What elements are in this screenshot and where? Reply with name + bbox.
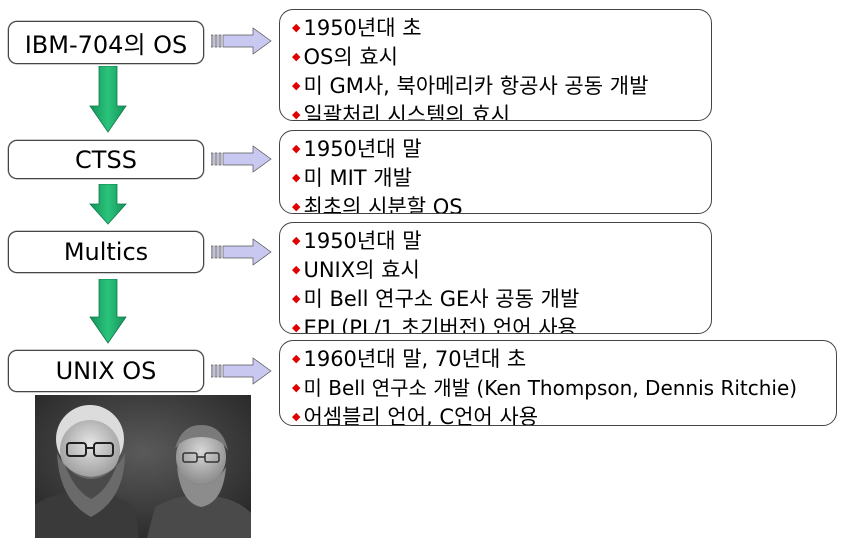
bullet-diamond-icon: ◆ [292, 352, 301, 365]
detail-text: 1960년대 말, 70년대 초 [303, 347, 527, 371]
os-node-label: Multics [63, 238, 149, 266]
bullet-diamond-icon: ◆ [292, 321, 301, 334]
right-arrow-icon [211, 145, 272, 173]
detail-text: 최초의 시분할 OS [303, 195, 463, 214]
detail-text: 미 GM사, 북아메리카 항공사 공동 개발 [303, 74, 649, 98]
detail-line: ◆1950년대 말 [292, 135, 711, 164]
detail-line: ◆1960년대 말, 70년대 초 [292, 345, 836, 374]
detail-text: UNIX의 효시 [303, 258, 420, 282]
detail-line: ◆1950년대 말 [292, 227, 711, 256]
bullet-diamond-icon: ◆ [292, 142, 301, 155]
detail-line: ◆미 MIT 개발 [292, 164, 711, 193]
bullet-diamond-icon: ◆ [292, 234, 301, 247]
detail-line: ◆어셈블리 언어, C언어 사용 [292, 403, 836, 426]
founders-photo [35, 395, 251, 538]
bullet-diamond-icon: ◆ [292, 50, 301, 63]
detail-text: 미 MIT 개발 [303, 166, 412, 190]
os-node-label: IBM-704의 OS [24, 31, 188, 59]
detail-text: OS의 효시 [303, 45, 398, 69]
detail-line: ◆미 Bell 연구소 GE사 공동 개발 [292, 285, 711, 314]
detail-text: 미 Bell 연구소 개발 (Ken Thompson, Dennis Ritc… [303, 376, 798, 400]
info-box-unix: ◆1960년대 말, 70년대 초 ◆미 Bell 연구소 개발 (Ken Th… [279, 340, 837, 426]
detail-line: ◆최초의 시분할 OS [292, 193, 711, 214]
info-box-multics: ◆1950년대 말 ◆UNIX의 효시 ◆미 Bell 연구소 GE사 공동 개… [279, 222, 712, 334]
detail-text: 어셈블리 언어, C언어 사용 [303, 405, 539, 426]
detail-line: ◆미 GM사, 북아메리카 항공사 공동 개발 [292, 72, 711, 101]
info-box-ctss: ◆1950년대 말 ◆미 MIT 개발 ◆최초의 시분할 OS [279, 130, 712, 214]
detail-text: 미 Bell 연구소 GE사 공동 개발 [303, 287, 580, 311]
detail-line: ◆미 Bell 연구소 개발 (Ken Thompson, Dennis Rit… [292, 374, 836, 403]
os-node-multics: Multics [8, 231, 204, 273]
os-node-label: UNIX OS [55, 357, 157, 385]
os-node-unix: UNIX OS [8, 350, 204, 392]
bullet-diamond-icon: ◆ [292, 79, 301, 92]
detail-text: 1950년대 말 [303, 137, 422, 161]
os-node-label: CTSS [75, 145, 137, 174]
detail-text: 1950년대 말 [303, 229, 422, 253]
detail-line: ◆OS의 효시 [292, 43, 711, 72]
detail-text: 일괄처리 시스템의 효시 [303, 103, 511, 121]
detail-line: ◆일괄처리 시스템의 효시 [292, 101, 711, 121]
bullet-diamond-icon: ◆ [292, 108, 301, 121]
os-node-ibm704: IBM-704의 OS [8, 21, 204, 64]
right-arrow-icon [211, 357, 272, 385]
bullet-diamond-icon: ◆ [292, 263, 301, 276]
detail-line: ◆UNIX의 효시 [292, 256, 711, 285]
bullet-diamond-icon: ◆ [292, 21, 301, 34]
os-node-ctss: CTSS [8, 140, 204, 179]
right-arrow-icon [211, 27, 272, 55]
down-arrow-icon [89, 66, 127, 133]
bullet-diamond-icon: ◆ [292, 200, 301, 213]
bullet-diamond-icon: ◆ [292, 171, 301, 184]
detail-line: ◆EPL(PL/1 초기버전) 언어 사용 [292, 314, 711, 334]
detail-line: ◆1950년대 초 [292, 14, 711, 43]
detail-text: 1950년대 초 [303, 16, 422, 40]
down-arrow-icon [89, 184, 127, 225]
bullet-diamond-icon: ◆ [292, 381, 301, 394]
detail-text: EPL(PL/1 초기버전) 언어 사용 [303, 316, 577, 334]
down-arrow-icon [89, 279, 127, 344]
right-arrow-icon [211, 238, 272, 266]
bullet-diamond-icon: ◆ [292, 292, 301, 305]
bullet-diamond-icon: ◆ [292, 410, 301, 423]
info-box-ibm704: ◆1950년대 초 ◆OS의 효시 ◆미 GM사, 북아메리카 항공사 공동 개… [279, 9, 712, 121]
